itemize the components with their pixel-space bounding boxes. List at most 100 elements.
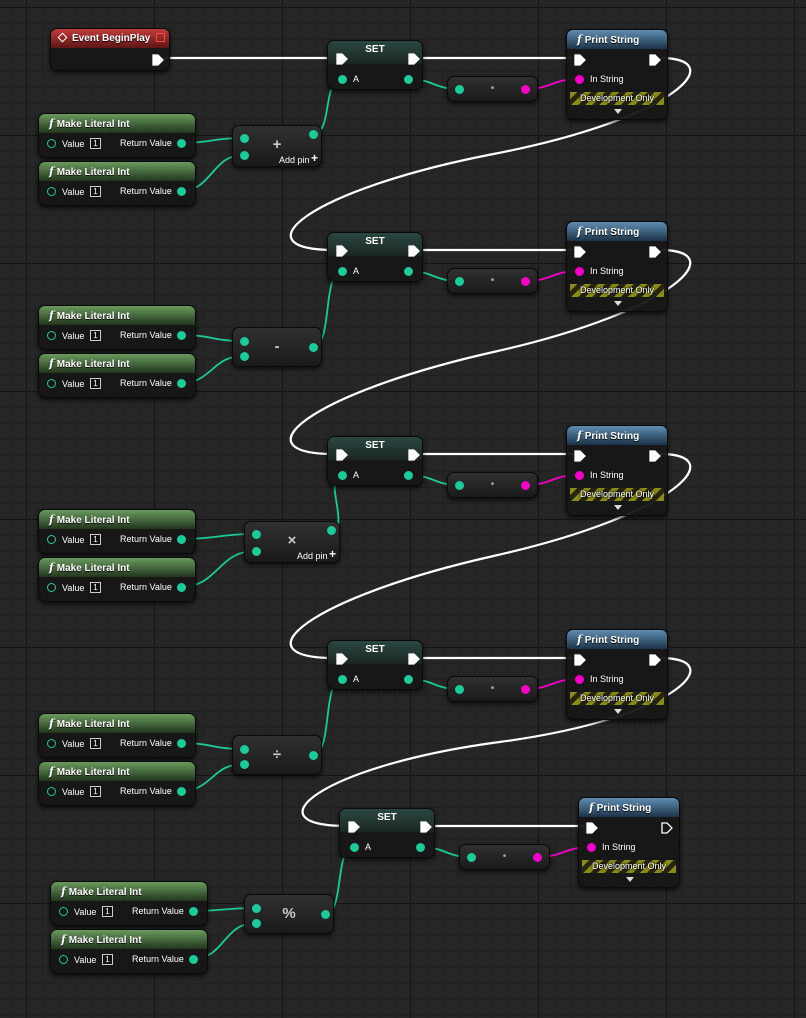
set-a-input-pin[interactable] xyxy=(338,267,347,276)
operator-output-pin[interactable] xyxy=(309,751,318,760)
set-exec-in-pin[interactable] xyxy=(348,821,360,833)
operator-output-pin[interactable] xyxy=(321,910,330,919)
value-input-box[interactable]: 1 xyxy=(90,786,101,797)
operator-input-b-pin[interactable] xyxy=(240,151,249,160)
int-to-string-node[interactable]: • xyxy=(459,844,550,870)
value-input-pin[interactable] xyxy=(59,907,68,916)
set-a-input-pin[interactable] xyxy=(338,675,347,684)
value-input-pin[interactable] xyxy=(47,535,56,544)
set-exec-out-pin[interactable] xyxy=(408,653,420,665)
set-a-output-pin[interactable] xyxy=(404,471,413,480)
value-input-box[interactable]: 1 xyxy=(90,738,101,749)
math-operator-node[interactable]: ÷ xyxy=(232,735,322,775)
operator-input-a-pin[interactable] xyxy=(252,904,261,913)
return-value-pin[interactable] xyxy=(177,379,186,388)
operator-input-a-pin[interactable] xyxy=(240,134,249,143)
value-input-box[interactable]: 1 xyxy=(90,330,101,341)
expand-chevron-icon[interactable] xyxy=(614,109,622,114)
operator-output-pin[interactable] xyxy=(309,343,318,352)
print-exec-out-pin[interactable] xyxy=(661,822,673,834)
operator-input-b-pin[interactable] xyxy=(240,760,249,769)
set-a-input-pin[interactable] xyxy=(338,75,347,84)
conversion-output-pin[interactable] xyxy=(521,85,530,94)
set-exec-in-pin[interactable] xyxy=(336,449,348,461)
set-a-output-pin[interactable] xyxy=(404,675,413,684)
value-input-box[interactable]: 1 xyxy=(90,582,101,593)
set-exec-in-pin[interactable] xyxy=(336,653,348,665)
math-operator-node[interactable]: ×Add pin+ xyxy=(244,521,340,563)
print-exec-in-pin[interactable] xyxy=(574,450,586,462)
event-delegate-icon[interactable] xyxy=(156,33,165,42)
math-operator-node[interactable]: - xyxy=(232,327,322,367)
value-input-pin[interactable] xyxy=(47,787,56,796)
conversion-input-pin[interactable] xyxy=(455,481,464,490)
set-exec-out-pin[interactable] xyxy=(408,53,420,65)
value-input-pin[interactable] xyxy=(47,739,56,748)
value-input-box[interactable]: 1 xyxy=(102,906,113,917)
add-pin-plus-icon[interactable]: + xyxy=(311,151,319,165)
return-value-pin[interactable] xyxy=(177,739,186,748)
set-a-output-pin[interactable] xyxy=(404,267,413,276)
conversion-output-pin[interactable] xyxy=(521,481,530,490)
set-a-input-pin[interactable] xyxy=(338,471,347,480)
value-input-box[interactable]: 1 xyxy=(102,954,113,965)
set-exec-in-pin[interactable] xyxy=(336,53,348,65)
in-string-pin[interactable] xyxy=(575,471,584,480)
value-input-box[interactable]: 1 xyxy=(90,186,101,197)
return-value-pin[interactable] xyxy=(177,331,186,340)
print-exec-out-pin[interactable] xyxy=(649,450,661,462)
conversion-input-pin[interactable] xyxy=(455,85,464,94)
value-input-box[interactable]: 1 xyxy=(90,534,101,545)
event-exec-out-pin[interactable] xyxy=(152,54,164,66)
return-value-pin[interactable] xyxy=(177,187,186,196)
print-exec-in-pin[interactable] xyxy=(586,822,598,834)
set-a-input-pin[interactable] xyxy=(350,843,359,852)
operator-input-a-pin[interactable] xyxy=(240,745,249,754)
add-pin-plus-icon[interactable]: + xyxy=(329,547,337,561)
operator-input-b-pin[interactable] xyxy=(252,547,261,556)
return-value-pin[interactable] xyxy=(177,583,186,592)
set-exec-out-pin[interactable] xyxy=(408,245,420,257)
value-input-pin[interactable] xyxy=(59,955,68,964)
operator-input-a-pin[interactable] xyxy=(240,337,249,346)
print-exec-in-pin[interactable] xyxy=(574,246,586,258)
return-value-pin[interactable] xyxy=(177,535,186,544)
print-exec-out-pin[interactable] xyxy=(649,54,661,66)
expand-chevron-icon[interactable] xyxy=(614,505,622,510)
set-exec-out-pin[interactable] xyxy=(420,821,432,833)
print-exec-out-pin[interactable] xyxy=(649,246,661,258)
value-input-pin[interactable] xyxy=(47,331,56,340)
event-beginplay-node[interactable]: Event BeginPlay xyxy=(50,28,170,71)
int-to-string-node[interactable]: • xyxy=(447,676,538,702)
return-value-pin[interactable] xyxy=(177,139,186,148)
value-input-pin[interactable] xyxy=(47,139,56,148)
in-string-pin[interactable] xyxy=(575,267,584,276)
in-string-pin[interactable] xyxy=(575,675,584,684)
expand-chevron-icon[interactable] xyxy=(614,709,622,714)
return-value-pin[interactable] xyxy=(189,907,198,916)
value-input-pin[interactable] xyxy=(47,187,56,196)
math-operator-node[interactable]: % xyxy=(244,894,334,934)
conversion-input-pin[interactable] xyxy=(455,685,464,694)
set-a-output-pin[interactable] xyxy=(416,843,425,852)
conversion-input-pin[interactable] xyxy=(467,853,476,862)
set-a-output-pin[interactable] xyxy=(404,75,413,84)
operator-input-b-pin[interactable] xyxy=(252,919,261,928)
operator-input-a-pin[interactable] xyxy=(252,530,261,539)
expand-chevron-icon[interactable] xyxy=(614,301,622,306)
